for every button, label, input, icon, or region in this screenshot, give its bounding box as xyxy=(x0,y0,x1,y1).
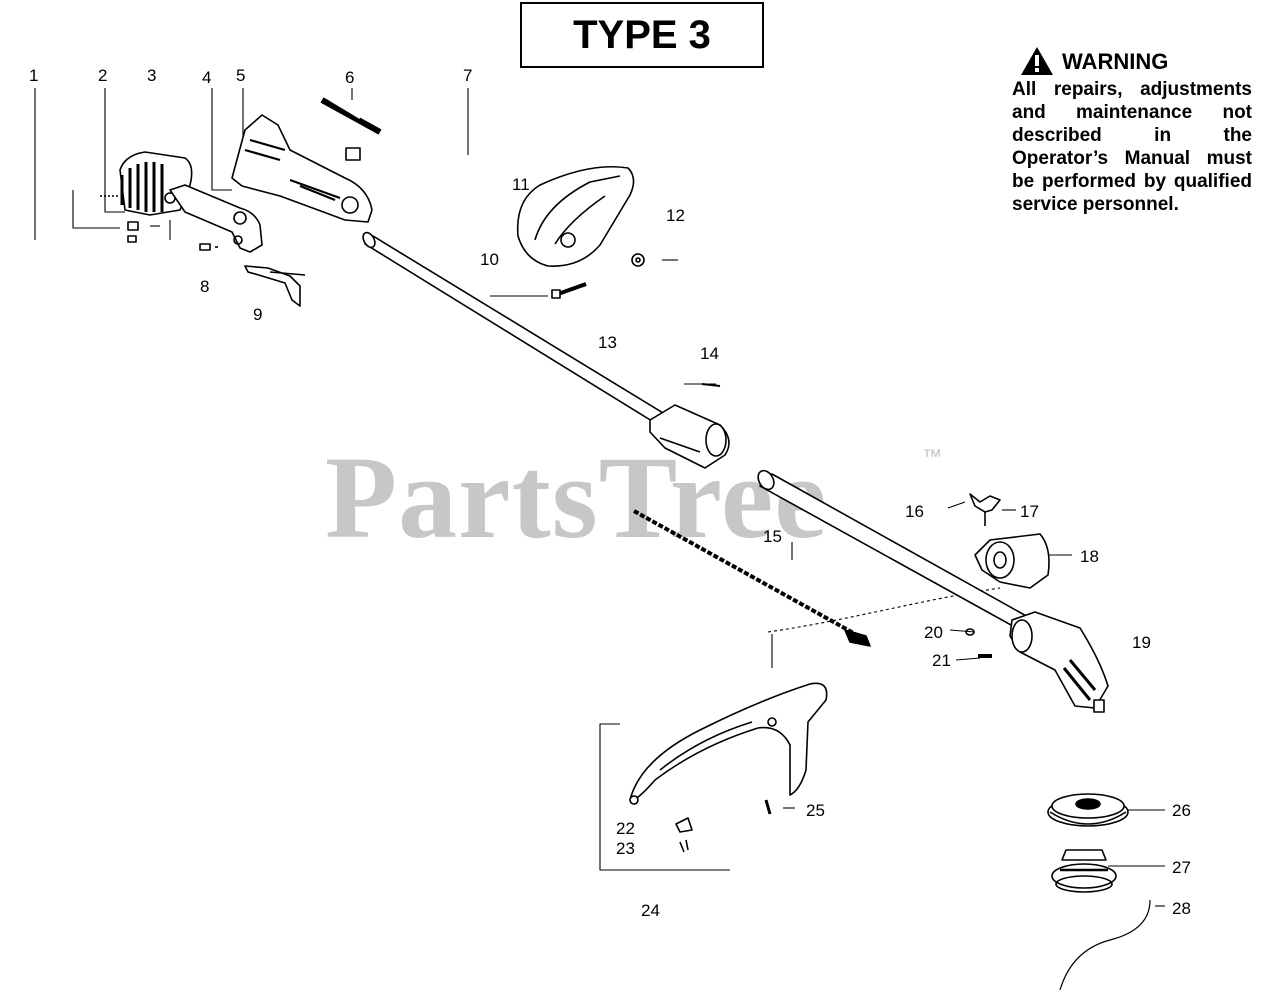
drive-shaft-15-part xyxy=(633,509,871,647)
callout-13: 13 xyxy=(598,333,617,352)
callout-17: 17 xyxy=(1020,502,1039,521)
callout-19: 19 xyxy=(1132,633,1151,652)
shield-11-part xyxy=(516,165,635,267)
screws-20-21-part xyxy=(965,628,992,658)
callout-23: 23 xyxy=(616,839,635,858)
callout-14: 14 xyxy=(700,344,719,363)
callout-8: 8 xyxy=(200,277,210,296)
type-label: TYPE 3 xyxy=(573,12,711,57)
pin-14-part xyxy=(701,383,721,387)
cable-6-part xyxy=(320,97,382,161)
warning-triangle-icon xyxy=(1021,47,1053,75)
warning-text: All repairs, adjustments and maintenance… xyxy=(1012,79,1252,215)
warning-header: WARNING xyxy=(1012,46,1252,76)
callout-28: 28 xyxy=(1172,899,1191,918)
screw-25-part xyxy=(764,799,772,815)
callout-25: 25 xyxy=(806,801,825,820)
callout-2: 2 xyxy=(98,66,108,85)
hardware-22-23-part xyxy=(675,817,693,853)
callout-18: 18 xyxy=(1080,547,1099,566)
callout-10: 10 xyxy=(480,250,499,269)
nut-12-part xyxy=(631,253,645,267)
callout-27: 27 xyxy=(1172,858,1191,877)
callout-12: 12 xyxy=(666,206,685,225)
screws-1-3-part xyxy=(100,195,139,243)
callout-1: 1 xyxy=(29,66,39,85)
trimmer-guard-24-part xyxy=(629,682,828,805)
callout-9: 9 xyxy=(253,305,263,324)
callout-22: 22 xyxy=(616,819,635,838)
callout-24: 24 xyxy=(641,901,660,920)
callout-7: 7 xyxy=(463,66,473,85)
clamp-18-part xyxy=(974,533,1050,589)
type-label-box: TYPE 3 xyxy=(520,2,764,68)
handle-housing-part xyxy=(231,114,373,223)
wing-screw-17-part xyxy=(969,493,1001,526)
callout-6: 6 xyxy=(345,68,355,87)
bolt-10-part xyxy=(551,282,587,299)
warning-notice: WARNING All repairs, adjustments and mai… xyxy=(1012,46,1252,216)
rear-handle-part xyxy=(169,184,263,253)
spool-cover-26-part xyxy=(1047,793,1129,827)
spool-27-part xyxy=(1051,849,1117,893)
throttle-trigger-part xyxy=(244,265,306,307)
watermark-trademark: ™ xyxy=(922,446,942,468)
callout-26: 26 xyxy=(1172,801,1191,820)
shaft-tube-13-part xyxy=(362,231,669,427)
callout-4: 4 xyxy=(202,68,212,87)
gear-head-19-part xyxy=(1009,611,1109,713)
callout-16: 16 xyxy=(905,502,924,521)
trimmer-line-28-part xyxy=(1059,899,1151,991)
callout-5: 5 xyxy=(236,66,246,85)
screw-8-part xyxy=(199,243,218,251)
coupler-13-part xyxy=(649,404,730,469)
callout-20: 20 xyxy=(924,623,943,642)
watermark: PartsTree xyxy=(325,432,828,563)
engine-cover-part xyxy=(119,151,193,216)
callout-3: 3 xyxy=(147,66,157,85)
callout-21: 21 xyxy=(932,651,951,670)
callout-11: 11 xyxy=(512,175,530,194)
warning-title: WARNING xyxy=(1062,48,1169,74)
callout-15: 15 xyxy=(763,527,782,546)
